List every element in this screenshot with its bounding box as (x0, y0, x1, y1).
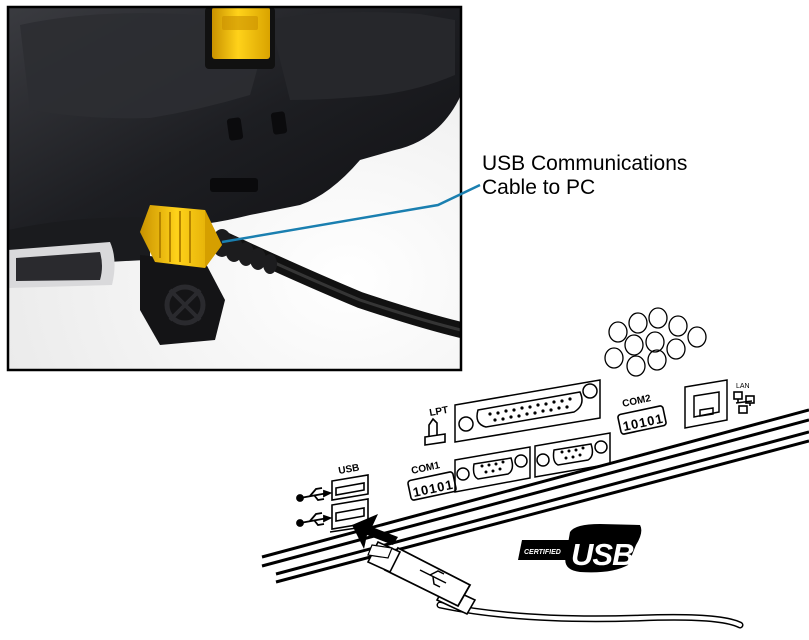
lan-label: LAN (736, 383, 750, 390)
com2-label: COM2 (621, 393, 652, 410)
lpt-label: LPT (429, 405, 450, 419)
vent-holes (605, 308, 706, 376)
network-icon (734, 392, 754, 413)
certified-usb-logo: CERTIFIED USB (518, 524, 641, 572)
usb-icon (297, 513, 330, 526)
lan-port (685, 380, 727, 428)
usb-port-top (332, 475, 368, 500)
printer-icon (425, 419, 445, 445)
callout-line-1: USB Communications (482, 152, 687, 176)
panel-edge-top (262, 410, 809, 557)
printer-photo (8, 7, 461, 370)
com2-port (535, 433, 610, 477)
cable-callout: USB Communications Cable to PC (482, 152, 687, 200)
callout-line-2: Cable to PC (482, 176, 687, 200)
com1-port (455, 447, 530, 492)
lpt-port (455, 380, 600, 442)
usb-label: USB (338, 462, 361, 477)
logo-certified-text: CERTIFIED (524, 549, 561, 556)
yellow-latch (205, 7, 275, 69)
logo-usb-text: USB (571, 537, 634, 572)
usb-icon (297, 488, 330, 501)
